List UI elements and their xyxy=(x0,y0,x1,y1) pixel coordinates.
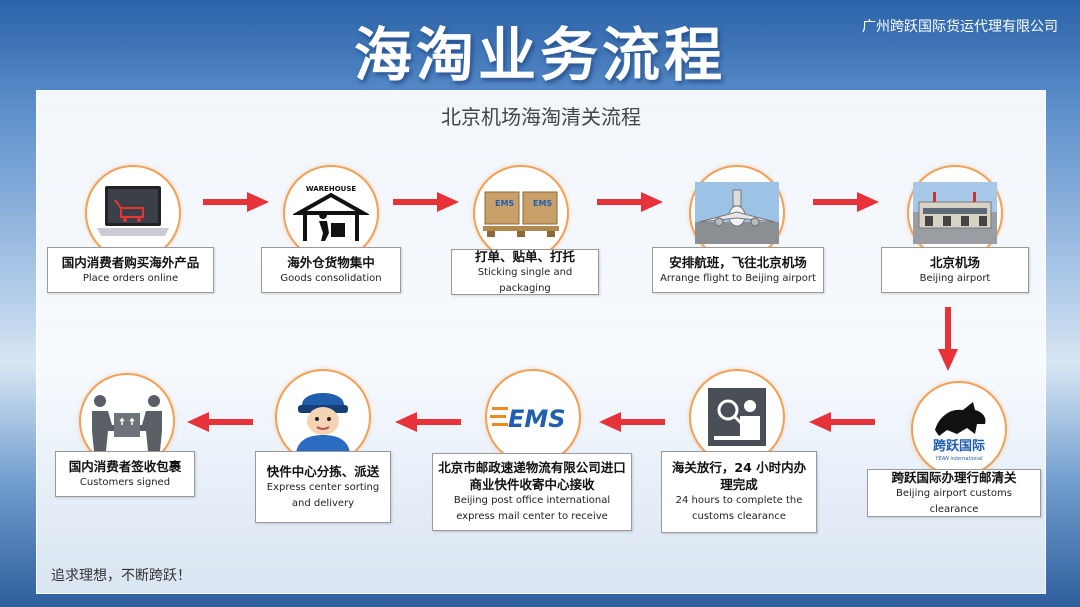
step-7-label: 海关放行，24 小时内办理完成 24 hours to complete the… xyxy=(661,451,817,533)
step-7-icon-circle xyxy=(689,369,785,465)
airport-terminal-icon xyxy=(913,182,997,244)
step-4-zh: 安排航班，飞往北京机场 xyxy=(669,254,807,270)
step-5-zh: 北京机场 xyxy=(929,254,980,270)
yean-logo-subtext: YEAN international xyxy=(936,456,983,462)
step-9-label: 快件中心分拣、派送 Express center sorting and del… xyxy=(255,451,391,523)
step-5-en: Beijing airport xyxy=(919,272,991,284)
arrow-left-2 xyxy=(599,412,665,432)
step-5-icon-circle xyxy=(907,165,1003,261)
step-3-en: Sticking single and packaging xyxy=(477,266,573,294)
step-1-icon-circle xyxy=(85,165,181,261)
step-9-zh: 快件中心分拣、派送 xyxy=(266,463,380,479)
step-5-label: 北京机场 Beijing airport xyxy=(881,247,1029,293)
arrow-left-1 xyxy=(809,412,875,432)
company-name: 广州跨跃国际货运代理有限公司 xyxy=(862,19,1058,35)
step-6-zh: 跨跃国际办理行邮清关 xyxy=(891,469,1017,485)
customs-officer-icon xyxy=(708,388,766,446)
step-10-en: Customers signed xyxy=(79,476,171,488)
courier-icon xyxy=(296,393,350,453)
arrow-right-3 xyxy=(597,192,663,212)
airplane-icon xyxy=(695,182,779,244)
arrow-left-3 xyxy=(395,412,461,432)
step-2-en: Goods consolidation xyxy=(280,272,382,284)
step-9-icon-circle xyxy=(275,369,371,465)
arrow-right-2 xyxy=(393,192,459,212)
flow-panel: 北京机场海淘清关流程 国内消费者购买海外产品 Place orders onli… xyxy=(36,90,1046,594)
slogan: 追求理想，不断跨跃！ xyxy=(51,568,191,584)
step-4-en: Arrange flight to Beijing airport xyxy=(660,272,816,284)
step-10-zh: 国内消费者签收包裹 xyxy=(68,458,182,474)
pallet-box-1-text: EMS xyxy=(495,199,514,208)
step-3-zh: 打单、贴单、打托 xyxy=(474,248,575,264)
step-4-label: 安排航班，飞往北京机场 Arrange flight to Beijing ai… xyxy=(652,247,824,293)
warehouse-icon-text: WAREHOUSE xyxy=(306,185,357,193)
step-2-zh: 海外仓货物集中 xyxy=(287,254,375,270)
yean-logo-text: 跨跃国际 xyxy=(933,439,985,454)
page-title: 海淘业务流程 xyxy=(353,21,726,89)
step-8-en: Beijing post office international expres… xyxy=(453,495,611,522)
laptop-cart-icon xyxy=(97,186,169,236)
step-6-label: 跨跃国际办理行邮清关 Beijing airport customs clear… xyxy=(867,469,1041,517)
step-3-icon-circle: EMS EMS xyxy=(473,165,569,261)
step-7-zh: 海关放行，24 小时内办理完成 xyxy=(671,460,807,492)
step-1-label: 国内消费者购买海外产品 Place orders online xyxy=(47,247,214,293)
step-3-label: 打单、贴单、打托 Sticking single and packaging xyxy=(451,249,599,295)
flow-subtitle: 北京机场海淘清关流程 xyxy=(441,105,641,129)
ems-logo-icon: EMS xyxy=(490,405,566,433)
parcel-handover-icon xyxy=(92,395,162,451)
step-1-en: Place orders online xyxy=(82,272,179,284)
step-6-en: Beijing airport customs clearance xyxy=(896,487,1012,515)
step-1-zh: 国内消费者购买海外产品 xyxy=(61,254,200,270)
step-6-icon-circle: 跨跃国际 YEAN international xyxy=(911,381,1007,477)
pallet-box-2-text: EMS xyxy=(533,199,552,208)
step-2-label: 海外仓货物集中 Goods consolidation xyxy=(261,247,401,293)
arrow-right-1 xyxy=(203,192,269,212)
pallet-boxes-icon: EMS EMS xyxy=(483,191,559,237)
arrow-right-4 xyxy=(813,192,879,212)
step-8-label: 北京市邮政速递物流有限公司进口商业快件收寄中心接收 Beijing post o… xyxy=(432,453,632,531)
warehouse-icon: WAREHOUSE xyxy=(293,185,369,241)
arrow-left-4 xyxy=(187,412,253,432)
arrow-down xyxy=(938,307,958,371)
step-7-en: 24 hours to complete the customs clearan… xyxy=(675,495,803,522)
yean-logo-icon: 跨跃国际 YEAN international xyxy=(933,402,986,462)
step-9-en: Express center sorting and delivery xyxy=(266,481,380,509)
ems-logo-text: EMS xyxy=(508,405,566,433)
step-8-zh: 北京市邮政速递物流有限公司进口商业快件收寄中心接收 xyxy=(438,460,626,492)
step-8-icon-circle: EMS xyxy=(485,369,581,465)
step-10-label: 国内消费者签收包裹 Customers signed xyxy=(55,451,195,497)
